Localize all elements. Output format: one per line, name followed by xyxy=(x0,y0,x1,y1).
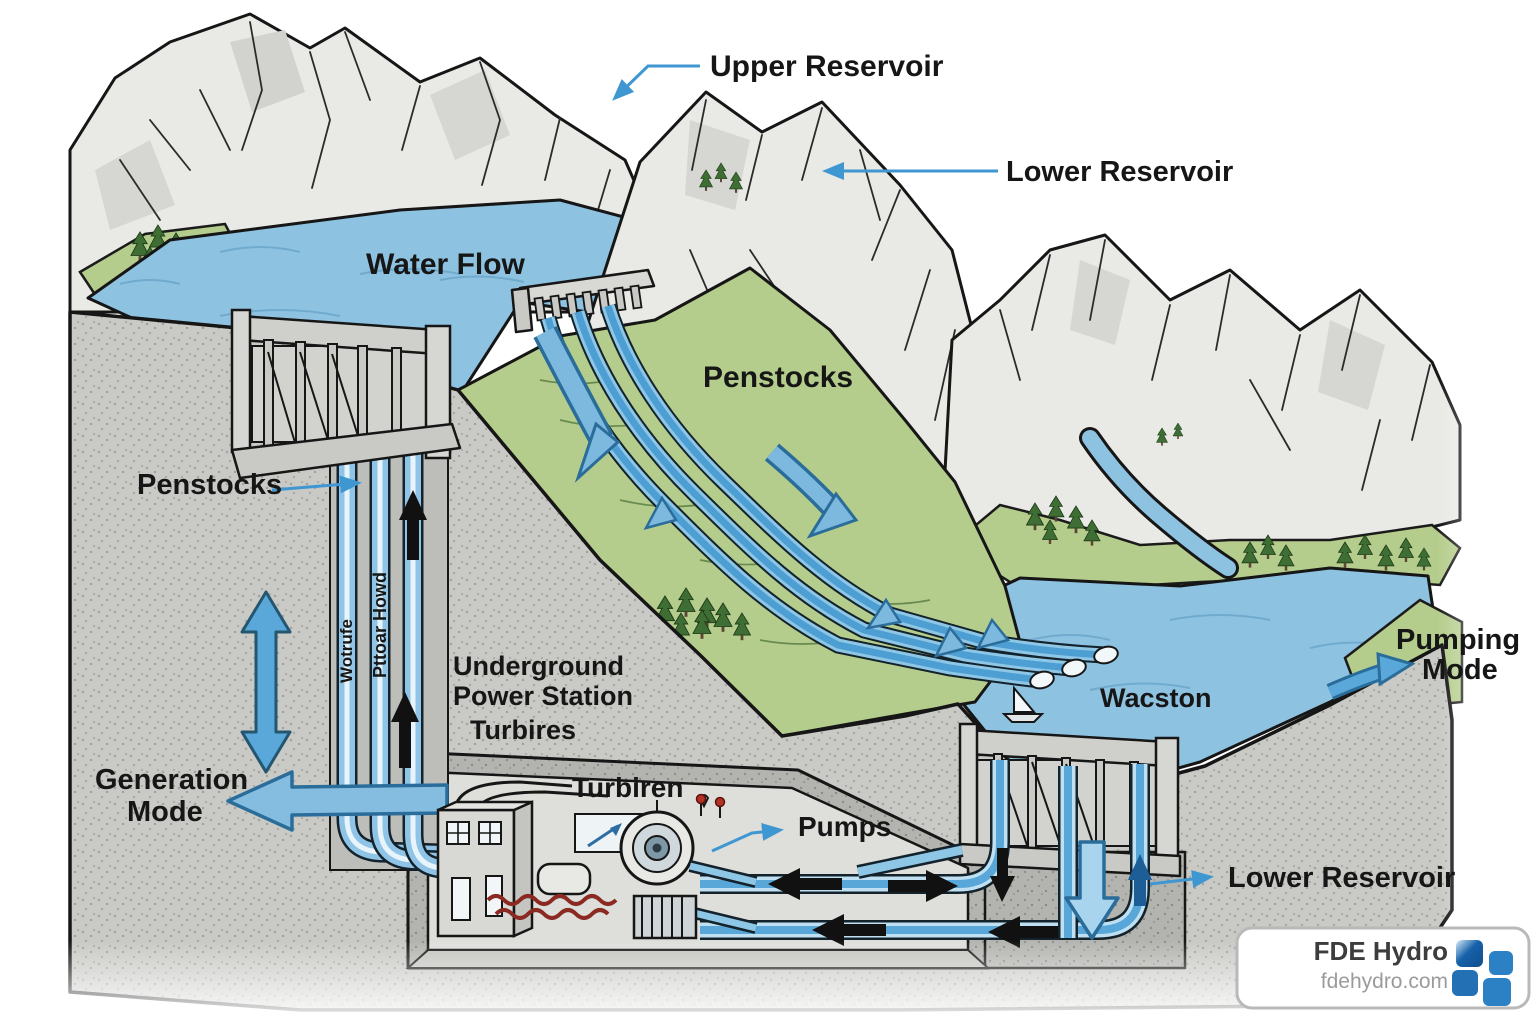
label-underground-1: Underground xyxy=(453,651,624,681)
label-pumping-1: Pumping xyxy=(1396,624,1520,656)
middle-intake xyxy=(510,268,656,334)
pumping-mode-arrow xyxy=(1326,651,1416,700)
leader-upper-reservoir xyxy=(612,64,700,101)
upper-dam xyxy=(230,308,462,480)
up-arrow-shaft-1 xyxy=(399,490,427,560)
label-upper-reservoir: Upper Reservoir xyxy=(710,50,944,83)
label-warston: Wacston xyxy=(1100,683,1212,713)
pumps-unit xyxy=(632,894,698,940)
leader-lower-reservoir-bottom xyxy=(1149,870,1214,889)
label-generation-2: Mode xyxy=(127,796,203,828)
generation-up-arrow xyxy=(1128,854,1152,906)
label-generation-1: Generation xyxy=(95,764,248,796)
bidirectional-flow-arrow xyxy=(240,590,292,774)
right-mountain-range xyxy=(938,233,1462,590)
label-penstocks-left: Penstocks xyxy=(137,469,282,501)
river xyxy=(1079,427,1239,579)
logo-domain: fdehydro.com xyxy=(1321,970,1448,993)
power-station xyxy=(436,780,964,940)
right-fade xyxy=(1438,0,1536,1024)
valve-red-1 xyxy=(695,793,707,805)
valve-red-2 xyxy=(714,796,726,808)
logo-card: FDE Hydro fdehydro.com xyxy=(1235,926,1531,1010)
pipe-label-left: Wotrufe xyxy=(337,619,356,683)
labels-layer: Upper Reservoir Lower Reservoir Water Fl… xyxy=(95,50,1520,894)
leader-lines xyxy=(271,64,1214,889)
generator-coil xyxy=(486,894,618,906)
logo-brand: FDE Hydro xyxy=(1314,936,1448,966)
label-penstocks-slope: Penstocks xyxy=(703,361,853,394)
label-lower-reservoir-top: Lower Reservoir xyxy=(1006,156,1233,188)
station-building xyxy=(436,800,534,938)
slope-penstocks xyxy=(533,303,1119,690)
label-water-flow: Water Flow xyxy=(366,248,526,281)
sailboat xyxy=(1001,685,1045,723)
generation-mode-arrow xyxy=(226,770,449,832)
label-lower-reservoir-bottom: Lower Reservoir xyxy=(1228,862,1455,894)
label-underground-2: Power Station xyxy=(453,681,633,711)
label-turbiren: Turbiren xyxy=(572,772,683,803)
pumping-down-arrow xyxy=(1064,840,1120,940)
label-turbires: Turbires xyxy=(470,715,576,745)
label-pumping-2: Mode xyxy=(1422,654,1498,686)
leader-pumps xyxy=(711,822,784,853)
turbine xyxy=(619,794,710,886)
logo-mark-icon xyxy=(1452,940,1513,1006)
pipe-label-right: Pttoar Howd xyxy=(370,572,390,678)
label-pumps: Pumps xyxy=(798,811,891,842)
up-arrow-shaft-2 xyxy=(391,692,419,768)
leader-penstocks-left xyxy=(271,475,362,494)
